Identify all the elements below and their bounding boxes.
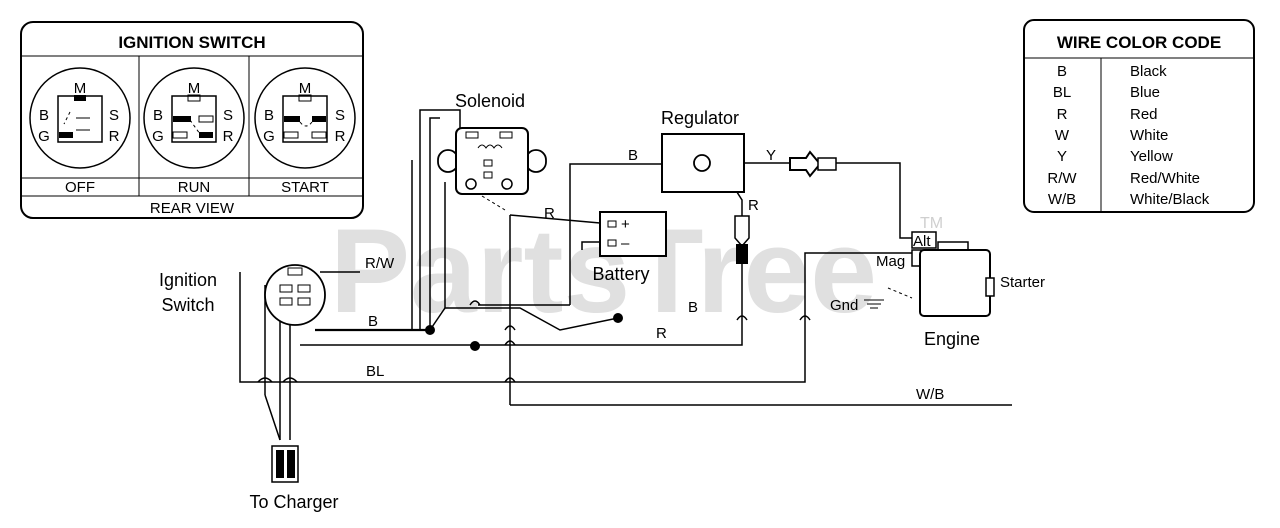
terminal-g-label: G bbox=[38, 128, 50, 145]
connector-r bbox=[734, 215, 750, 264]
ignition-switch: Ignition Switch bbox=[159, 264, 326, 326]
watermark-tm: TM bbox=[920, 215, 943, 232]
wires bbox=[239, 109, 1012, 441]
switch-position-start: M B G S R START bbox=[254, 67, 356, 196]
color-name: White/Black bbox=[1130, 191, 1210, 208]
switch-position-off: M B G S R OFF bbox=[29, 67, 131, 196]
terminal-b-label: B bbox=[153, 107, 163, 124]
wire-label-b-regulator: B bbox=[628, 147, 638, 164]
terminal-s-label: S bbox=[335, 107, 345, 124]
battery-plus: + bbox=[621, 216, 630, 233]
wire-label-b-middle: B bbox=[688, 299, 698, 316]
ignition-switch-label-line1: Ignition bbox=[159, 270, 217, 290]
ignition-switch-title: IGNITION SWITCH bbox=[118, 33, 265, 52]
color-name: Yellow bbox=[1130, 148, 1173, 165]
battery-minus: – bbox=[621, 235, 630, 252]
mag-label: Mag bbox=[876, 253, 905, 270]
charger-plug: To Charger bbox=[249, 445, 339, 512]
gnd-label: Gnd bbox=[830, 297, 858, 314]
regulator: Regulator bbox=[661, 108, 745, 193]
rear-view-label: REAR VIEW bbox=[150, 200, 235, 217]
ignition-switch-label-line2: Switch bbox=[161, 295, 214, 315]
ground-symbol: Gnd bbox=[830, 297, 884, 314]
terminal-m-label: M bbox=[74, 80, 87, 97]
position-run-label: RUN bbox=[178, 179, 211, 196]
battery: + – Battery bbox=[592, 211, 667, 284]
terminal-r-label: R bbox=[223, 128, 234, 145]
position-start-label: START bbox=[281, 179, 329, 196]
ignition-switch-panel: IGNITION SWITCH REAR VIEW M B G S R OFF bbox=[20, 21, 364, 219]
color-code: B bbox=[1057, 63, 1067, 80]
terminal-g-label: G bbox=[263, 128, 275, 145]
engine-label: Engine bbox=[924, 329, 980, 349]
terminal-b-label: B bbox=[264, 107, 274, 124]
switch-position-run: M B G S R RUN bbox=[143, 67, 245, 196]
color-name: White bbox=[1130, 127, 1168, 144]
wire-color-code-title: WIRE COLOR CODE bbox=[1057, 33, 1221, 52]
color-code: R bbox=[1057, 106, 1068, 123]
position-off-label: OFF bbox=[65, 179, 95, 196]
color-code: Y bbox=[1057, 148, 1067, 165]
terminal-s-label: S bbox=[223, 107, 233, 124]
terminal-g-label: G bbox=[152, 128, 164, 145]
color-code: W bbox=[1055, 127, 1070, 144]
battery-label: Battery bbox=[592, 264, 649, 284]
wire-label-b-switch: B bbox=[368, 313, 378, 330]
color-name: Red/White bbox=[1130, 170, 1200, 187]
wire-label-r-battery: R bbox=[544, 205, 555, 222]
color-name: Red bbox=[1130, 106, 1158, 123]
color-name: Black bbox=[1130, 63, 1167, 80]
connector-y bbox=[789, 150, 837, 178]
wire-labels: R/W B B B R R R Y BL W/B bbox=[365, 147, 944, 403]
color-code-rows: B Black BL Blue R Red W White Y Yellow R… bbox=[1047, 63, 1209, 208]
terminal-s-label: S bbox=[109, 107, 119, 124]
terminal-m-label: M bbox=[188, 80, 201, 97]
to-charger-label: To Charger bbox=[249, 492, 338, 512]
wire-color-code-table: WIRE COLOR CODE B Black BL Blue R Red W … bbox=[1023, 19, 1255, 213]
wire-color-code-border bbox=[1023, 19, 1255, 213]
wire-label-y: Y bbox=[766, 147, 776, 164]
regulator-label: Regulator bbox=[661, 108, 739, 128]
wire-label-rw: R/W bbox=[365, 255, 395, 272]
terminal-r-label: R bbox=[109, 128, 120, 145]
starter-label: Starter bbox=[1000, 274, 1045, 291]
color-code: R/W bbox=[1047, 170, 1077, 187]
solenoid-label: Solenoid bbox=[455, 91, 525, 111]
wire-label-bl: BL bbox=[366, 363, 384, 380]
wire-label-r-regulator: R bbox=[748, 197, 759, 214]
terminal-m-label: M bbox=[299, 80, 312, 97]
terminal-b-label: B bbox=[39, 107, 49, 124]
color-code: BL bbox=[1053, 84, 1071, 101]
color-code: W/B bbox=[1048, 191, 1076, 208]
wire-label-r-bottom: R bbox=[656, 325, 667, 342]
solenoid: Solenoid bbox=[437, 91, 547, 195]
color-name: Blue bbox=[1130, 84, 1160, 101]
alt-label: Alt bbox=[913, 233, 931, 250]
wire-label-wb: W/B bbox=[916, 386, 944, 403]
terminal-r-label: R bbox=[335, 128, 346, 145]
engine: Alt Mag Starter Engine bbox=[876, 231, 1045, 349]
